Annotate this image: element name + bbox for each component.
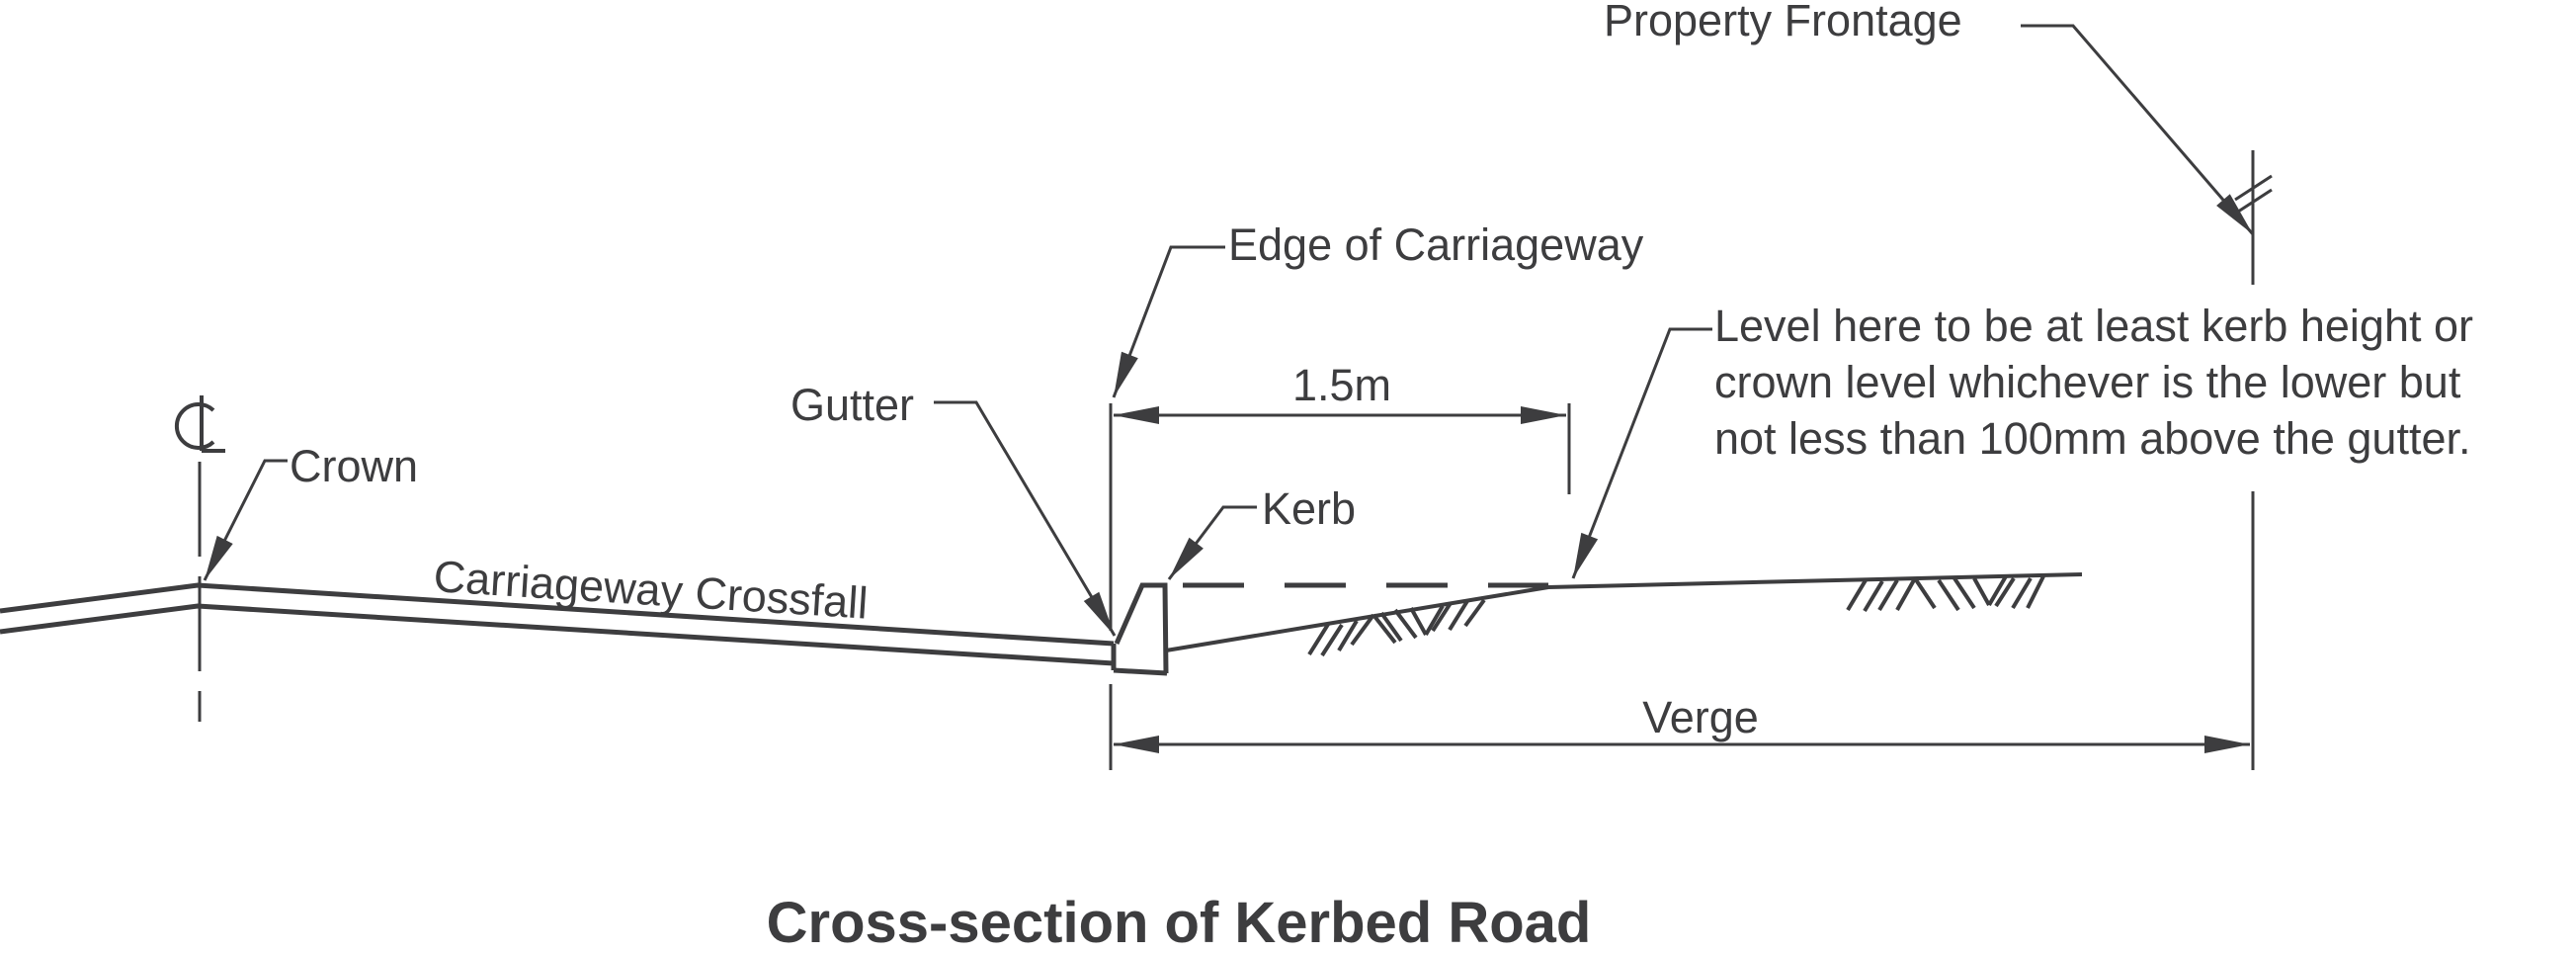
ground-hatch-left-mark-9: [1424, 604, 1445, 637]
leader-level-note: [1571, 327, 1712, 579]
kerb-outline: [1114, 582, 1169, 674]
verge-surface: [1547, 572, 2083, 589]
ground-hatch-left-mark-4: [1350, 613, 1375, 647]
ground-hatch-left-mark-6: [1379, 611, 1403, 643]
label-edge-of-carriageway: Edge of Carriageway: [1228, 219, 1644, 270]
ground-hatch-right-mark-11: [2011, 576, 2033, 610]
ground-hatch-right-mark-1: [1846, 578, 1868, 612]
verge-arrow-right-icon: [2204, 736, 2250, 753]
ground-hatch-left-mark-11: [1448, 599, 1469, 632]
label-kerb: Kerb: [1262, 483, 1356, 534]
leader-crown-arrowhead-icon: [205, 535, 233, 580]
ground-hatch-left-mark-8: [1409, 607, 1428, 636]
ground-hatch-right-mark-7: [1953, 576, 1976, 610]
ground-hatch-right-mark-5: [1913, 576, 1937, 610]
ground-hatch-right-mark-6: [1937, 578, 1960, 612]
label-gutter: Gutter: [790, 380, 914, 430]
dim-1-5m-arrow-left-icon: [1114, 406, 1159, 424]
leader-gutter: [934, 400, 1117, 637]
property-line-break-mark-1: [2234, 174, 2273, 202]
label-property-frontage: Property Frontage: [1604, 0, 1962, 45]
ground-hatch-left-mark-12: [1463, 598, 1486, 628]
ground-hatch-left-mark-5: [1371, 613, 1397, 645]
ground-hatch-left-mark-10: [1431, 601, 1453, 633]
ground-hatch-left-mark-7: [1393, 608, 1418, 640]
ground-hatch-right-mark-10: [1994, 576, 2016, 608]
label-verge: Verge: [1642, 692, 1759, 742]
verge-arrow-left-icon: [1114, 736, 1159, 753]
gutter-pan: [1113, 667, 1168, 676]
ground-hatch-right-mark-4: [1895, 577, 1917, 611]
label-note-line-1: Level here to be at least kerb height or: [1714, 301, 2473, 351]
leader-level-note-arrowhead-icon: [1573, 532, 1599, 578]
ground-hatch-right-mark-8: [1972, 577, 1991, 606]
label-dim-1-5m: 1.5m: [1292, 360, 1391, 410]
ground-hatch-left-mark-3: [1337, 619, 1359, 652]
verge-subgrade-slope: [1165, 585, 1549, 652]
ground-hatch-right-mark-9: [1987, 574, 2008, 607]
ground-hatch-right-mark-2: [1863, 579, 1884, 613]
leader-edge-of-carriageway-arrowhead-icon: [1114, 351, 1138, 397]
leader-property-frontage: [2021, 24, 2255, 235]
leader-property-frontage-arrowhead-icon: [2216, 194, 2253, 234]
leader-edge-of-carriageway: [1112, 245, 1225, 398]
leader-gutter-arrowhead-icon: [1083, 591, 1115, 636]
road-surface-top: [0, 582, 1115, 647]
ground-hatch-left-mark-2: [1320, 623, 1344, 657]
label-note-line-2: crown level whichever is the lower but: [1714, 357, 2461, 407]
label-crown: Crown: [290, 441, 418, 491]
label-note-line-3: not less than 100mm above the gutter.: [1714, 413, 2470, 464]
ground-hatch-left-mark-1: [1307, 621, 1331, 656]
property-line-break-mark-2: [2234, 188, 2273, 216]
drawing-title: Cross-section of Kerbed Road: [767, 891, 1592, 950]
ground-hatch-right-mark-3: [1877, 578, 1899, 612]
dim-1-5m-arrow-right-icon: [1521, 406, 1566, 424]
road-surface-bottom: [0, 603, 1115, 666]
ground-hatch-right-mark-12: [2026, 575, 2045, 609]
leader-kerb-arrowhead-icon: [1169, 537, 1204, 579]
